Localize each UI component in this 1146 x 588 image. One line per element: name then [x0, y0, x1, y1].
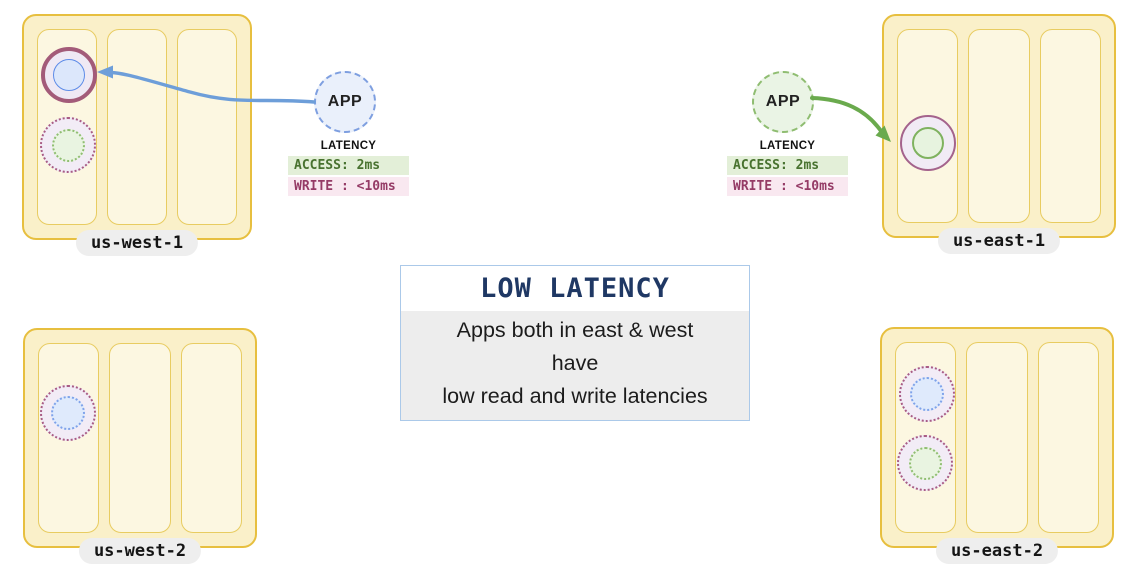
availability-zone — [968, 29, 1030, 223]
write-latency-badge: WRITE : <10ms — [727, 177, 848, 196]
callout-body: Apps both in east & west have low read a… — [401, 311, 749, 420]
app-node-east: APP — [752, 71, 814, 133]
replica-core-green-icon — [908, 446, 942, 480]
replica-core-blue-icon — [910, 377, 944, 411]
access-latency-badge: ACCESS: 2ms — [288, 156, 409, 175]
replica-core-blue-icon — [51, 396, 85, 430]
availability-zone — [109, 343, 171, 533]
callout-line: have — [551, 351, 599, 375]
low-latency-callout: LOW LATENCY Apps both in east & west hav… — [400, 265, 750, 421]
app-to-east1-arrow-line — [810, 96, 883, 133]
write-latency-badge: WRITE : <10ms — [288, 177, 409, 196]
callout-line: Apps both in east & west — [456, 318, 694, 342]
access-latency-badge: ACCESS: 2ms — [727, 156, 848, 175]
region-label-us-east-1: us-east-1 — [937, 228, 1061, 254]
replica-core-green-icon — [51, 128, 85, 162]
region-label-us-east-2: us-east-2 — [935, 538, 1059, 564]
callout-title: LOW LATENCY — [480, 273, 670, 304]
availability-zone — [107, 29, 167, 225]
app-node-west: APP — [314, 71, 376, 133]
latency-panel-east: LATENCY ACCESS: 2ms WRITE : <10ms — [727, 140, 848, 198]
region-label-us-west-2: us-west-2 — [78, 538, 202, 564]
callout-line: low read and write latencies — [442, 384, 708, 408]
app-label: APP — [765, 93, 801, 110]
availability-zone — [180, 343, 242, 533]
latency-title: LATENCY — [759, 140, 816, 152]
latency-panel-west: LATENCY ACCESS: 2ms WRITE : <10ms — [288, 140, 409, 198]
replica-node-east2-dotted-blue-icon — [899, 366, 955, 422]
replica-core-blue-icon — [53, 59, 85, 91]
region-label-us-west-1: us-west-1 — [75, 230, 199, 256]
availability-zone — [1037, 342, 1099, 533]
availability-zone — [177, 29, 237, 225]
replica-node-east2-dotted-green-icon — [897, 435, 953, 491]
replica-node-west1-dotted-icon — [40, 117, 96, 173]
replica-core-green-icon — [912, 127, 944, 159]
latency-title: LATENCY — [320, 140, 377, 152]
availability-zone — [1039, 29, 1101, 223]
region-us-west-1: us-west-1 — [22, 14, 252, 256]
availability-zone — [966, 342, 1028, 533]
replica-node-west2-dotted-icon — [40, 385, 96, 441]
replica-node-east1-active-icon — [900, 115, 956, 171]
replica-node-west1-active-icon — [41, 47, 97, 103]
app-label: APP — [327, 93, 363, 110]
